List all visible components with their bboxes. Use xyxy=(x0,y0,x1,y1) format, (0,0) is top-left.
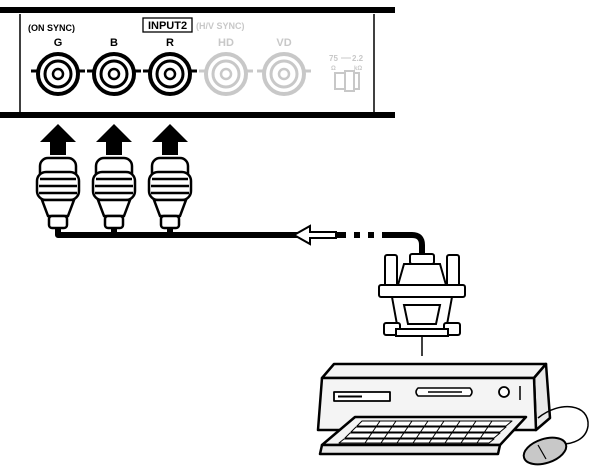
bnc-jack-icon[interactable] xyxy=(87,52,141,96)
up-arrow-icon xyxy=(96,124,132,155)
switch-left-unit: Ω xyxy=(331,66,336,72)
bnc-plug-icon xyxy=(91,156,137,230)
power-button xyxy=(498,386,510,398)
impedance-switch[interactable]: 75 Ω 2.2 kΩ xyxy=(329,54,364,92)
input-label: INPUT2 xyxy=(148,20,187,32)
switch-left-value: 75 xyxy=(329,54,338,63)
bnc-jack-icon[interactable] xyxy=(31,52,85,96)
switch-right-unit: kΩ xyxy=(354,66,362,72)
bnc-plug-icon xyxy=(147,156,193,230)
up-arrow-icon xyxy=(152,124,188,155)
input-label-box xyxy=(142,17,193,33)
jack-label-hd: HD xyxy=(218,37,234,49)
bnc-plug-icon xyxy=(35,156,81,230)
switch-right-value: 2.2 xyxy=(352,54,364,63)
hv-sync-label: (H/V SYNC) xyxy=(196,21,245,31)
cable-to-vga xyxy=(382,232,425,256)
mouse-icon xyxy=(522,436,568,466)
switch-knob xyxy=(344,70,355,92)
jack-label-g: G xyxy=(54,37,63,49)
vga-connector-icon xyxy=(378,253,466,337)
jack-label-b: B xyxy=(110,37,118,49)
bnc-jack-icon xyxy=(199,52,253,96)
jack-label-vd: VD xyxy=(276,37,291,49)
bnc-jack-icon[interactable] xyxy=(143,52,197,96)
left-arrow-icon xyxy=(291,224,337,246)
bnc-jack-icon xyxy=(257,52,311,96)
mouse-cable xyxy=(537,405,589,445)
back-panel: (ON SYNC) INPUT2 (H/V SYNC) G B R HD VD xyxy=(0,7,395,118)
jack-label-r: R xyxy=(166,37,174,49)
cable-main xyxy=(55,222,313,238)
cable xyxy=(55,222,425,256)
up-arrow-icon xyxy=(40,124,76,155)
keyboard-icon xyxy=(318,415,528,456)
on-sync-label: (ON SYNC) xyxy=(28,23,75,33)
